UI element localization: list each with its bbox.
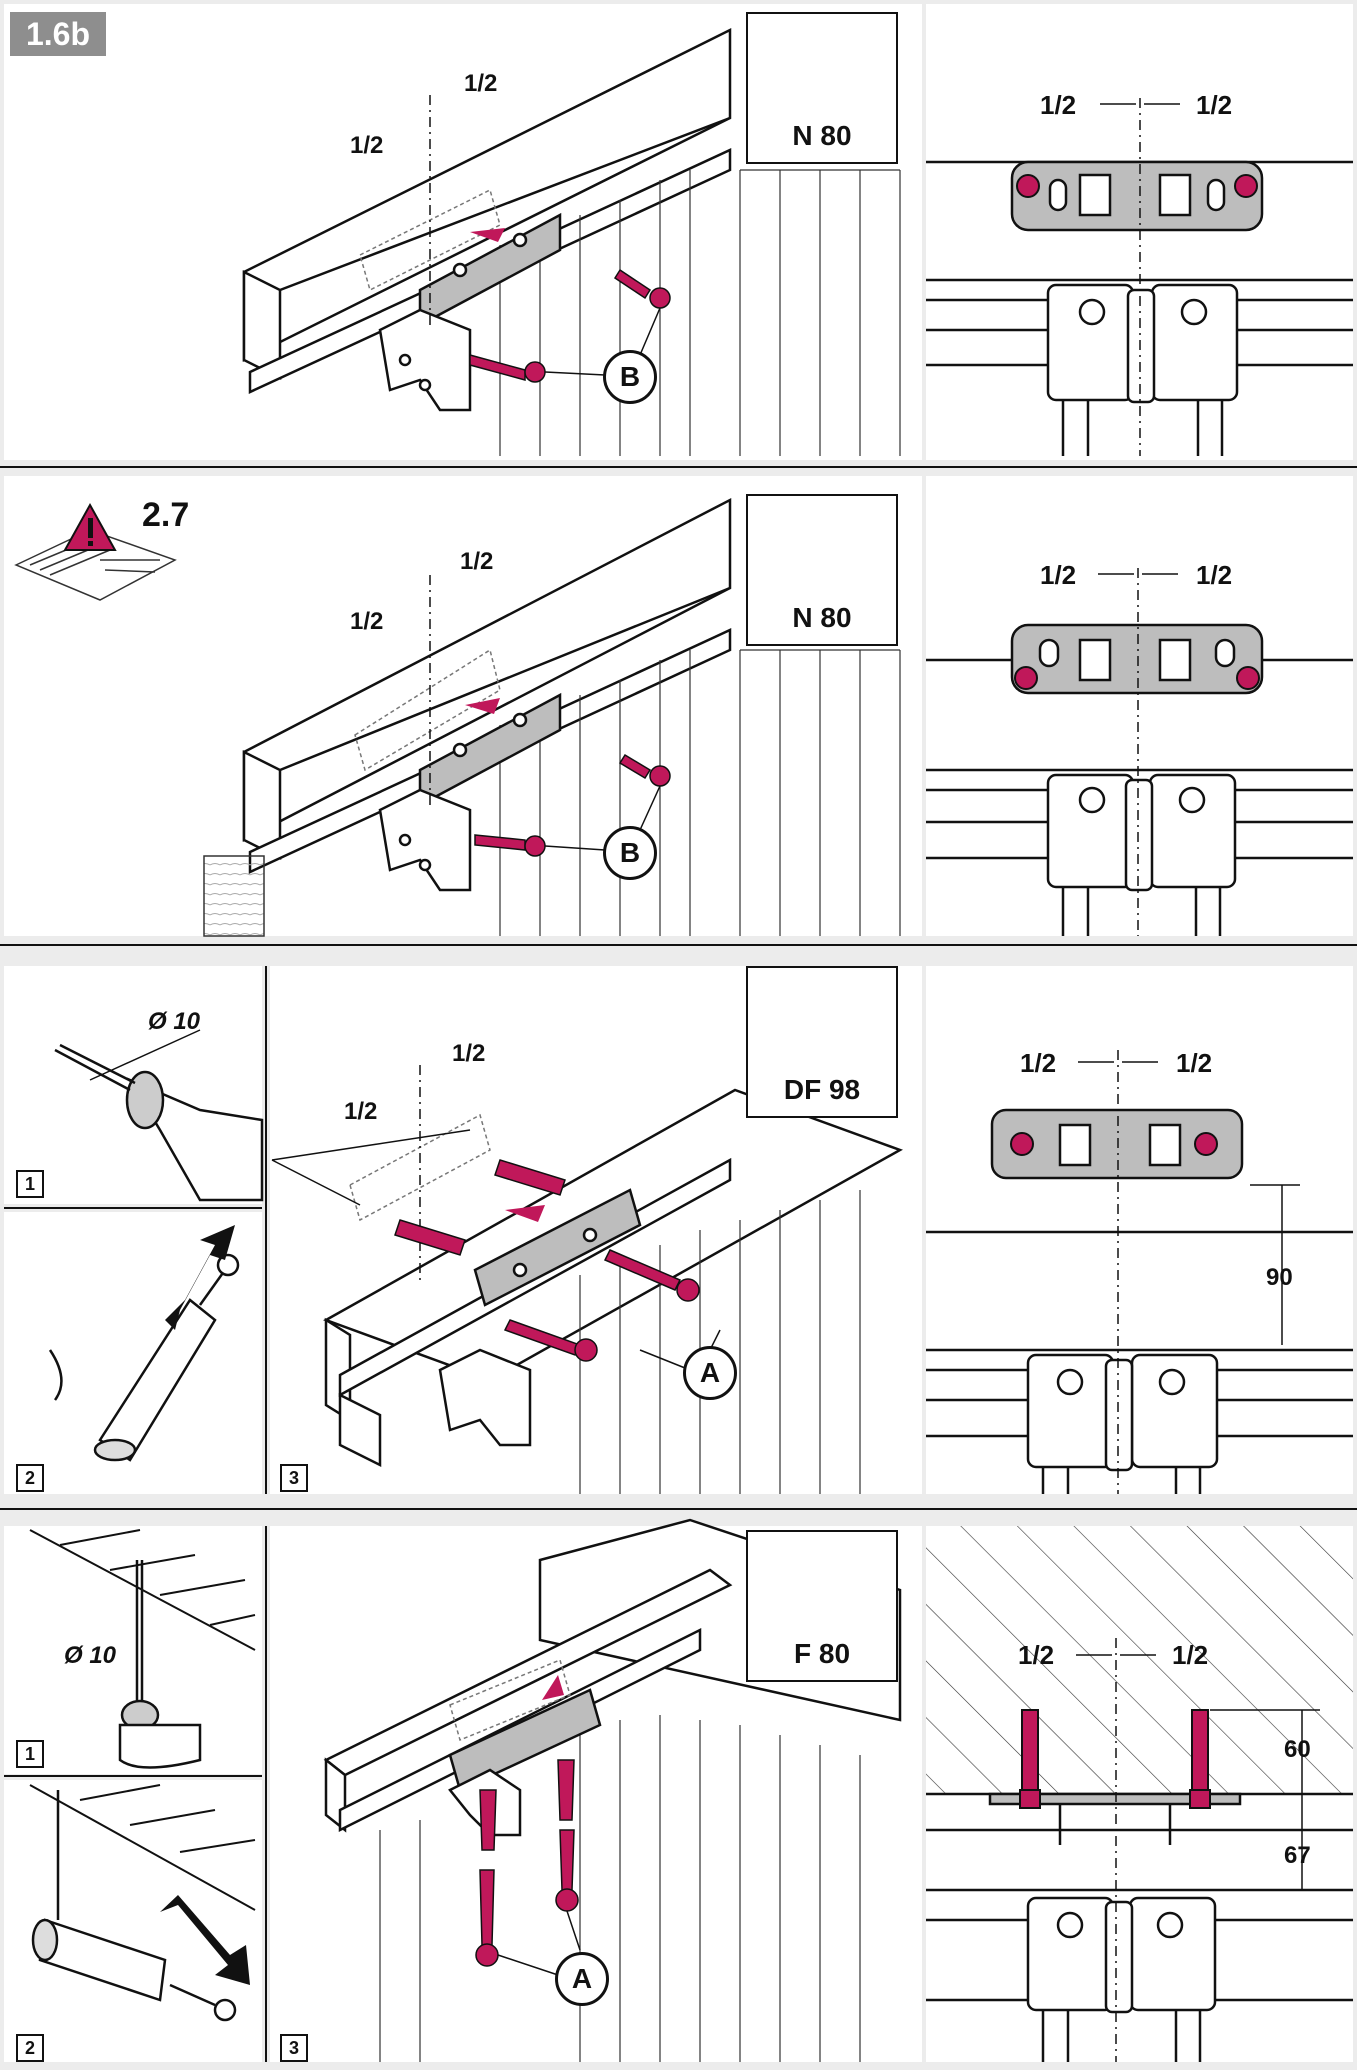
row4-leader-lines	[497, 1910, 581, 1976]
dimension-67: 67	[1284, 1842, 1311, 1869]
row3-screws	[503, 1205, 700, 1362]
row3-ghost-bracket	[349, 1113, 491, 1222]
callout-a: A	[683, 1346, 737, 1400]
step-number: 1	[16, 1170, 44, 1198]
drill-diameter: Ø 10	[64, 1642, 117, 1669]
model-label: N 80	[792, 602, 852, 633]
half-right-label: 1/2	[460, 548, 494, 575]
model-box: N 80	[746, 494, 898, 646]
row3-diameter-marker	[89, 1029, 201, 1081]
row2-leader-lines	[544, 785, 661, 851]
row2-bracket	[378, 692, 562, 892]
step-number: 3	[280, 2034, 308, 2062]
row4-rail	[323, 1568, 733, 1833]
detail-half-right: 1/2	[1172, 1640, 1209, 1670]
row1-leader-lines	[544, 307, 661, 376]
row4-dowels	[479, 1675, 575, 1851]
figure-label: 1.6b	[10, 12, 106, 56]
model-box: DF 98	[746, 966, 898, 1118]
detail-half-left: 1/2	[1040, 90, 1077, 120]
callout-b: B	[603, 826, 657, 880]
row1-door-panel	[499, 169, 901, 456]
row3-leader-lines	[271, 1129, 721, 1371]
callout-b: B	[603, 350, 657, 404]
row4-ceiling-hatch	[926, 1526, 1353, 1794]
row2-door-panel	[499, 649, 901, 936]
detail-half-left: 1/2	[1040, 560, 1077, 590]
row4-detail-arrows	[1076, 1654, 1320, 1890]
row3-drill-icon	[54, 1043, 264, 1202]
model-label: F 80	[793, 1638, 851, 1669]
model-box: F 80	[746, 1530, 898, 1682]
row3-detail-screws	[1010, 1132, 1218, 1156]
row2-detail-drawing	[926, 623, 1353, 936]
step-number: 1	[16, 1740, 44, 1768]
model-label: N 80	[792, 120, 852, 151]
step-number: 3	[280, 1464, 308, 1492]
half-left-label: 1/2	[350, 608, 384, 635]
row3-bracket	[438, 1188, 642, 1447]
dimension-90: 90	[1266, 1264, 1293, 1291]
callout-a: A	[555, 1952, 609, 2006]
half-right-label: 1/2	[452, 1040, 486, 1067]
row3-detail-drawing	[926, 1108, 1353, 1494]
warning-manual-icon	[14, 502, 177, 601]
row4-double-arrow	[160, 1895, 250, 1985]
row-separator	[0, 944, 1357, 946]
detail-half-right: 1/2	[1176, 1048, 1213, 1078]
row3-detail-arrows	[1078, 1061, 1300, 1345]
row4-ceiling-lines-2	[29, 1784, 256, 1911]
detail-half-right: 1/2	[1196, 560, 1233, 590]
detail-half-left: 1/2	[1020, 1048, 1057, 1078]
step-number: 2	[16, 1464, 44, 1492]
detail-half-left: 1/2	[1018, 1640, 1055, 1670]
row1-bracket	[378, 212, 562, 412]
row-separator	[0, 1508, 1357, 1510]
row2-ghost-bracket	[354, 648, 501, 772]
warning-reference: 2.7	[142, 496, 190, 534]
half-left-label: 1/2	[350, 132, 384, 159]
row2-screws	[465, 698, 671, 857]
row3-dowels	[394, 1159, 566, 1256]
row4-drill-icon	[118, 1560, 202, 1769]
model-label: DF 98	[783, 1074, 861, 1105]
half-right-label: 1/2	[464, 70, 498, 97]
row4-blower-icon	[31, 1790, 237, 2022]
row3-double-arrow	[165, 1225, 235, 1330]
row4-detail-dowels	[1019, 1709, 1211, 1809]
row3-rail	[323, 1088, 903, 1468]
row-separator	[0, 466, 1357, 468]
detail-half-right: 1/2	[1196, 90, 1233, 120]
row2-detail-screws	[1014, 666, 1260, 690]
row1-detail-screws	[1016, 174, 1258, 198]
row4-ghost-bracket	[449, 1658, 571, 1742]
dimension-60: 60	[1284, 1736, 1311, 1763]
half-left-label: 1/2	[344, 1098, 378, 1125]
row2-wood-post	[203, 855, 265, 937]
row4-door-panel	[379, 1715, 861, 2062]
row3-blower-icon	[48, 1253, 240, 1462]
row1-screws	[469, 228, 671, 383]
row4-detail-drawing	[926, 1792, 1353, 2062]
step-number: 2	[16, 2034, 44, 2062]
model-box: N 80	[746, 12, 898, 164]
row1-ghost-bracket	[359, 188, 501, 292]
row4-screws	[475, 1829, 579, 1967]
drill-diameter: Ø 10	[148, 1008, 201, 1035]
